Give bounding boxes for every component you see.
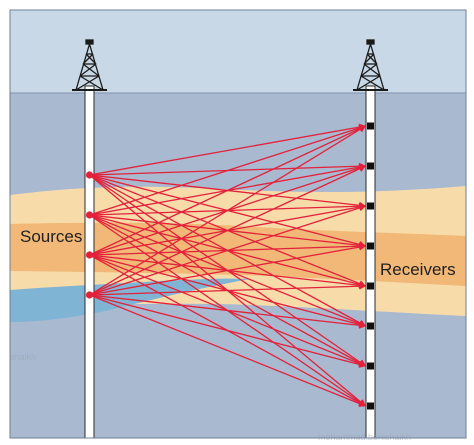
ray-s1-r1 bbox=[89, 123, 367, 176]
ray-s4-r6 bbox=[89, 294, 367, 329]
ray-s4-r2 bbox=[89, 165, 367, 296]
ray-paths bbox=[89, 123, 367, 407]
receiver-marker-5 bbox=[367, 282, 374, 290]
ray-s4-r4 bbox=[89, 243, 367, 296]
receiver-marker-7 bbox=[367, 362, 374, 370]
ray-s3-r1 bbox=[89, 125, 367, 256]
receiver-marker-6 bbox=[367, 322, 374, 330]
ray-s4-r3 bbox=[89, 204, 367, 296]
source-point-3 bbox=[85, 251, 94, 259]
receiver-marker-3 bbox=[367, 202, 374, 210]
right-derrick-icon bbox=[353, 39, 388, 91]
source-well bbox=[84, 85, 95, 439]
receiver-marker-1 bbox=[367, 122, 374, 130]
water-layer bbox=[10, 278, 250, 322]
ray-s4-r1 bbox=[89, 125, 367, 296]
watermark-left: shaikh bbox=[10, 352, 36, 362]
receivers-label: Receivers bbox=[380, 260, 456, 279]
source-point-4 bbox=[85, 291, 94, 299]
receiver-points bbox=[367, 122, 374, 410]
ray-s2-r1 bbox=[89, 124, 367, 216]
source-point-1 bbox=[85, 171, 94, 179]
receiver-well bbox=[365, 85, 376, 439]
sources-label: Sources bbox=[20, 227, 82, 246]
figure-frame bbox=[9, 9, 467, 439]
ray-s4-r8 bbox=[89, 294, 367, 407]
receiver-marker-2 bbox=[367, 162, 374, 170]
source-point-2 bbox=[85, 211, 94, 219]
source-points bbox=[85, 171, 94, 299]
watermark-bottom: mohammad.benishaikh bbox=[318, 432, 411, 442]
left-derrick-icon bbox=[72, 39, 107, 91]
ray-s4-r5 bbox=[89, 282, 367, 296]
ray-s4-r7 bbox=[89, 294, 367, 368]
receiver-marker-4 bbox=[367, 242, 374, 250]
receiver-marker-8 bbox=[367, 402, 374, 410]
